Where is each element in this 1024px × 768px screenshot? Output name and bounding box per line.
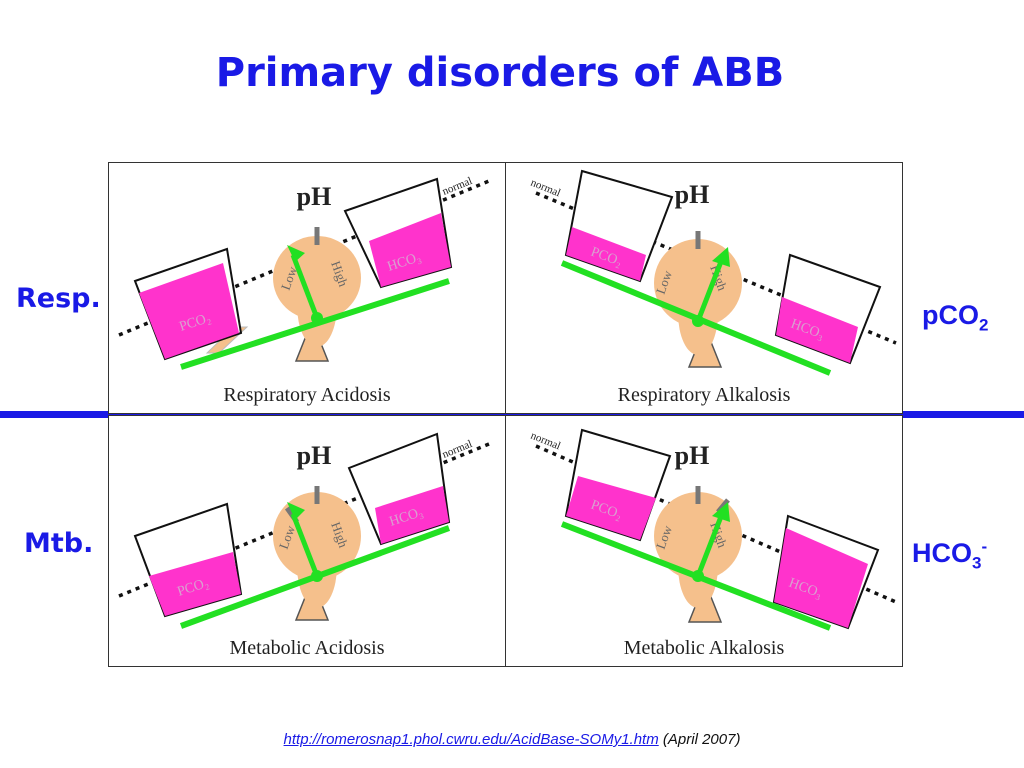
ph-needle [695,513,725,577]
page-title: Primary disorders of ABB [215,50,785,96]
panel-metabolic-alkalosis: normal pH Low High PCO₂ HCO₃ Metabolic A… [505,415,903,667]
needle-arrow [712,502,730,522]
panel-caption: Metabolic Alkalosis [623,637,785,659]
balance-illustration: normal pH Low High PCO₂ HCO₃ [118,432,490,629]
pivot [692,315,704,327]
balance-beam [180,278,450,370]
pco2-base: pCO [922,300,979,330]
needle-arrow [712,247,730,267]
balance-illustration: normal pH Low High PCO₂ HCO₃ [118,175,490,370]
side-label-pco2: pCO2 [922,300,988,335]
ph-label: pH [297,182,332,211]
panel-caption: Respiratory Acidosis [223,384,391,406]
ph-needle [290,254,320,319]
source-link[interactable]: http://romerosnap1.phol.cwru.edu/AcidBas… [283,731,659,748]
pco2-sub: 2 [979,315,989,335]
side-label-hco3: HCO3- [912,537,987,573]
hco3-fluid [774,528,868,628]
hco3-fluid [776,297,858,363]
pco2-fluid [566,476,656,540]
source-citation: http://romerosnap1.phol.cwru.edu/AcidBas… [0,731,1024,748]
panel-caption: Metabolic Acidosis [229,637,385,659]
hco3-sup: - [981,537,988,556]
panel-respiratory-acidosis: normal pH Low High PCO₂ HCO₃ Respiratory… [108,162,506,414]
normal-label: normal [441,175,474,198]
row-label-respiratory: Resp. [16,283,101,314]
panel-caption: Respiratory Alkalosis [617,384,791,406]
panel-respiratory-alkalosis: normal pH Low High PCO₂ HCO₃ Respiratory… [505,162,903,414]
row-label-metabolic: Mtb. [24,528,94,559]
hco3-fluid [375,486,449,544]
hco3-base: HCO [912,538,972,568]
balance-illustration: normal pH Low High PCO₂ HCO₃ [529,169,897,376]
ph-label: pH [675,441,710,470]
pivot [311,312,323,324]
row-divider [0,411,1024,418]
normal-label: normal [441,438,474,461]
ph-needle [290,513,320,577]
panel-metabolic-acidosis: normal pH Low High PCO₂ HCO₃ Metabolic A… [108,415,506,667]
needle-arrow [287,502,305,520]
pco2-fluid [566,227,646,281]
pco2-fluid [139,263,239,359]
hco3-sub: 3 [972,553,982,573]
pco2-fluid [149,552,241,616]
hco3-fluid [369,213,451,287]
pivot [311,570,323,582]
needle-arrow [287,245,305,262]
source-date: (April 2007) [662,731,741,748]
ph-label: pH [675,180,710,209]
pivot [692,570,704,582]
ph-label: pH [297,441,332,470]
ph-needle [695,258,725,322]
balance-illustration: normal pH Low High PCO₂ HCO₃ [529,428,897,631]
